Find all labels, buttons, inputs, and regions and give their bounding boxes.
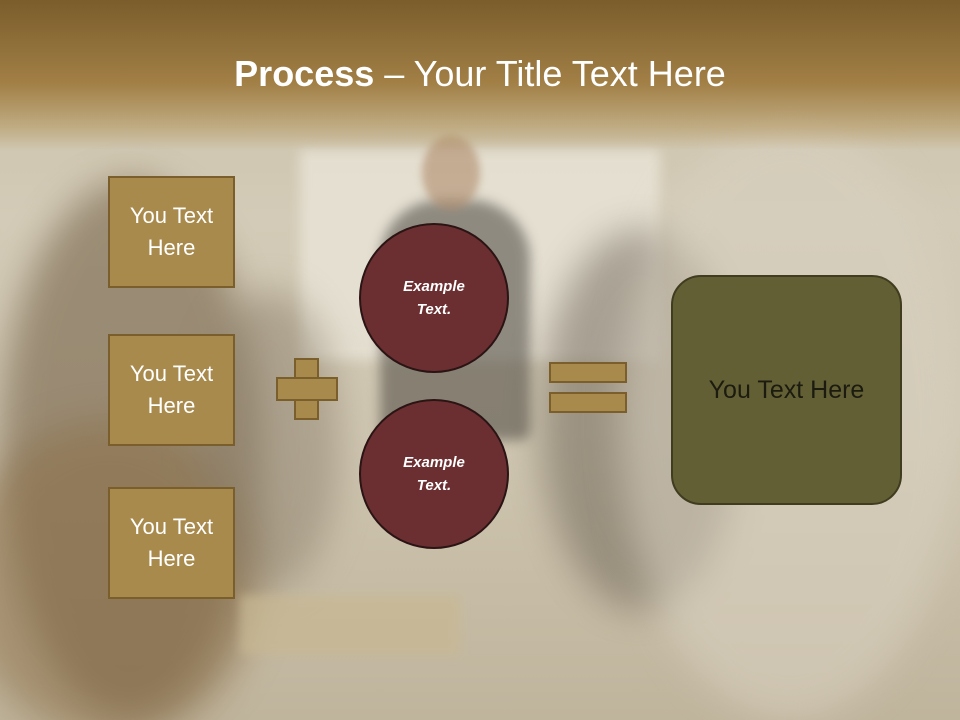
result-box: You Text Here: [671, 275, 902, 505]
header-band: [0, 0, 960, 150]
input-box-1-label: You Text Here: [129, 203, 214, 260]
equals-bottom-bar: [549, 392, 627, 413]
result-box-label: You Text Here: [708, 375, 865, 404]
title-rest: – Your Title Text Here: [374, 53, 726, 94]
example-circle-2: Example Text.: [359, 399, 509, 549]
background-desk: [240, 595, 460, 655]
plus-center-fill: [296, 379, 317, 399]
slide-title: Process – Your Title Text Here: [0, 50, 960, 98]
input-box-2-label: You Text Here: [129, 361, 214, 418]
input-box-3: You Text Here: [108, 487, 235, 599]
example-circle-2-label: Example Text.: [403, 454, 465, 494]
input-box-1: You Text Here: [108, 176, 235, 288]
example-circle-1: Example Text.: [359, 223, 509, 373]
title-bold: Process: [234, 53, 375, 94]
example-circle-1-label: Example Text.: [403, 278, 465, 318]
equals-top-bar: [549, 362, 627, 383]
input-box-3-label: You Text Here: [129, 514, 214, 571]
input-box-2: You Text Here: [108, 334, 235, 446]
